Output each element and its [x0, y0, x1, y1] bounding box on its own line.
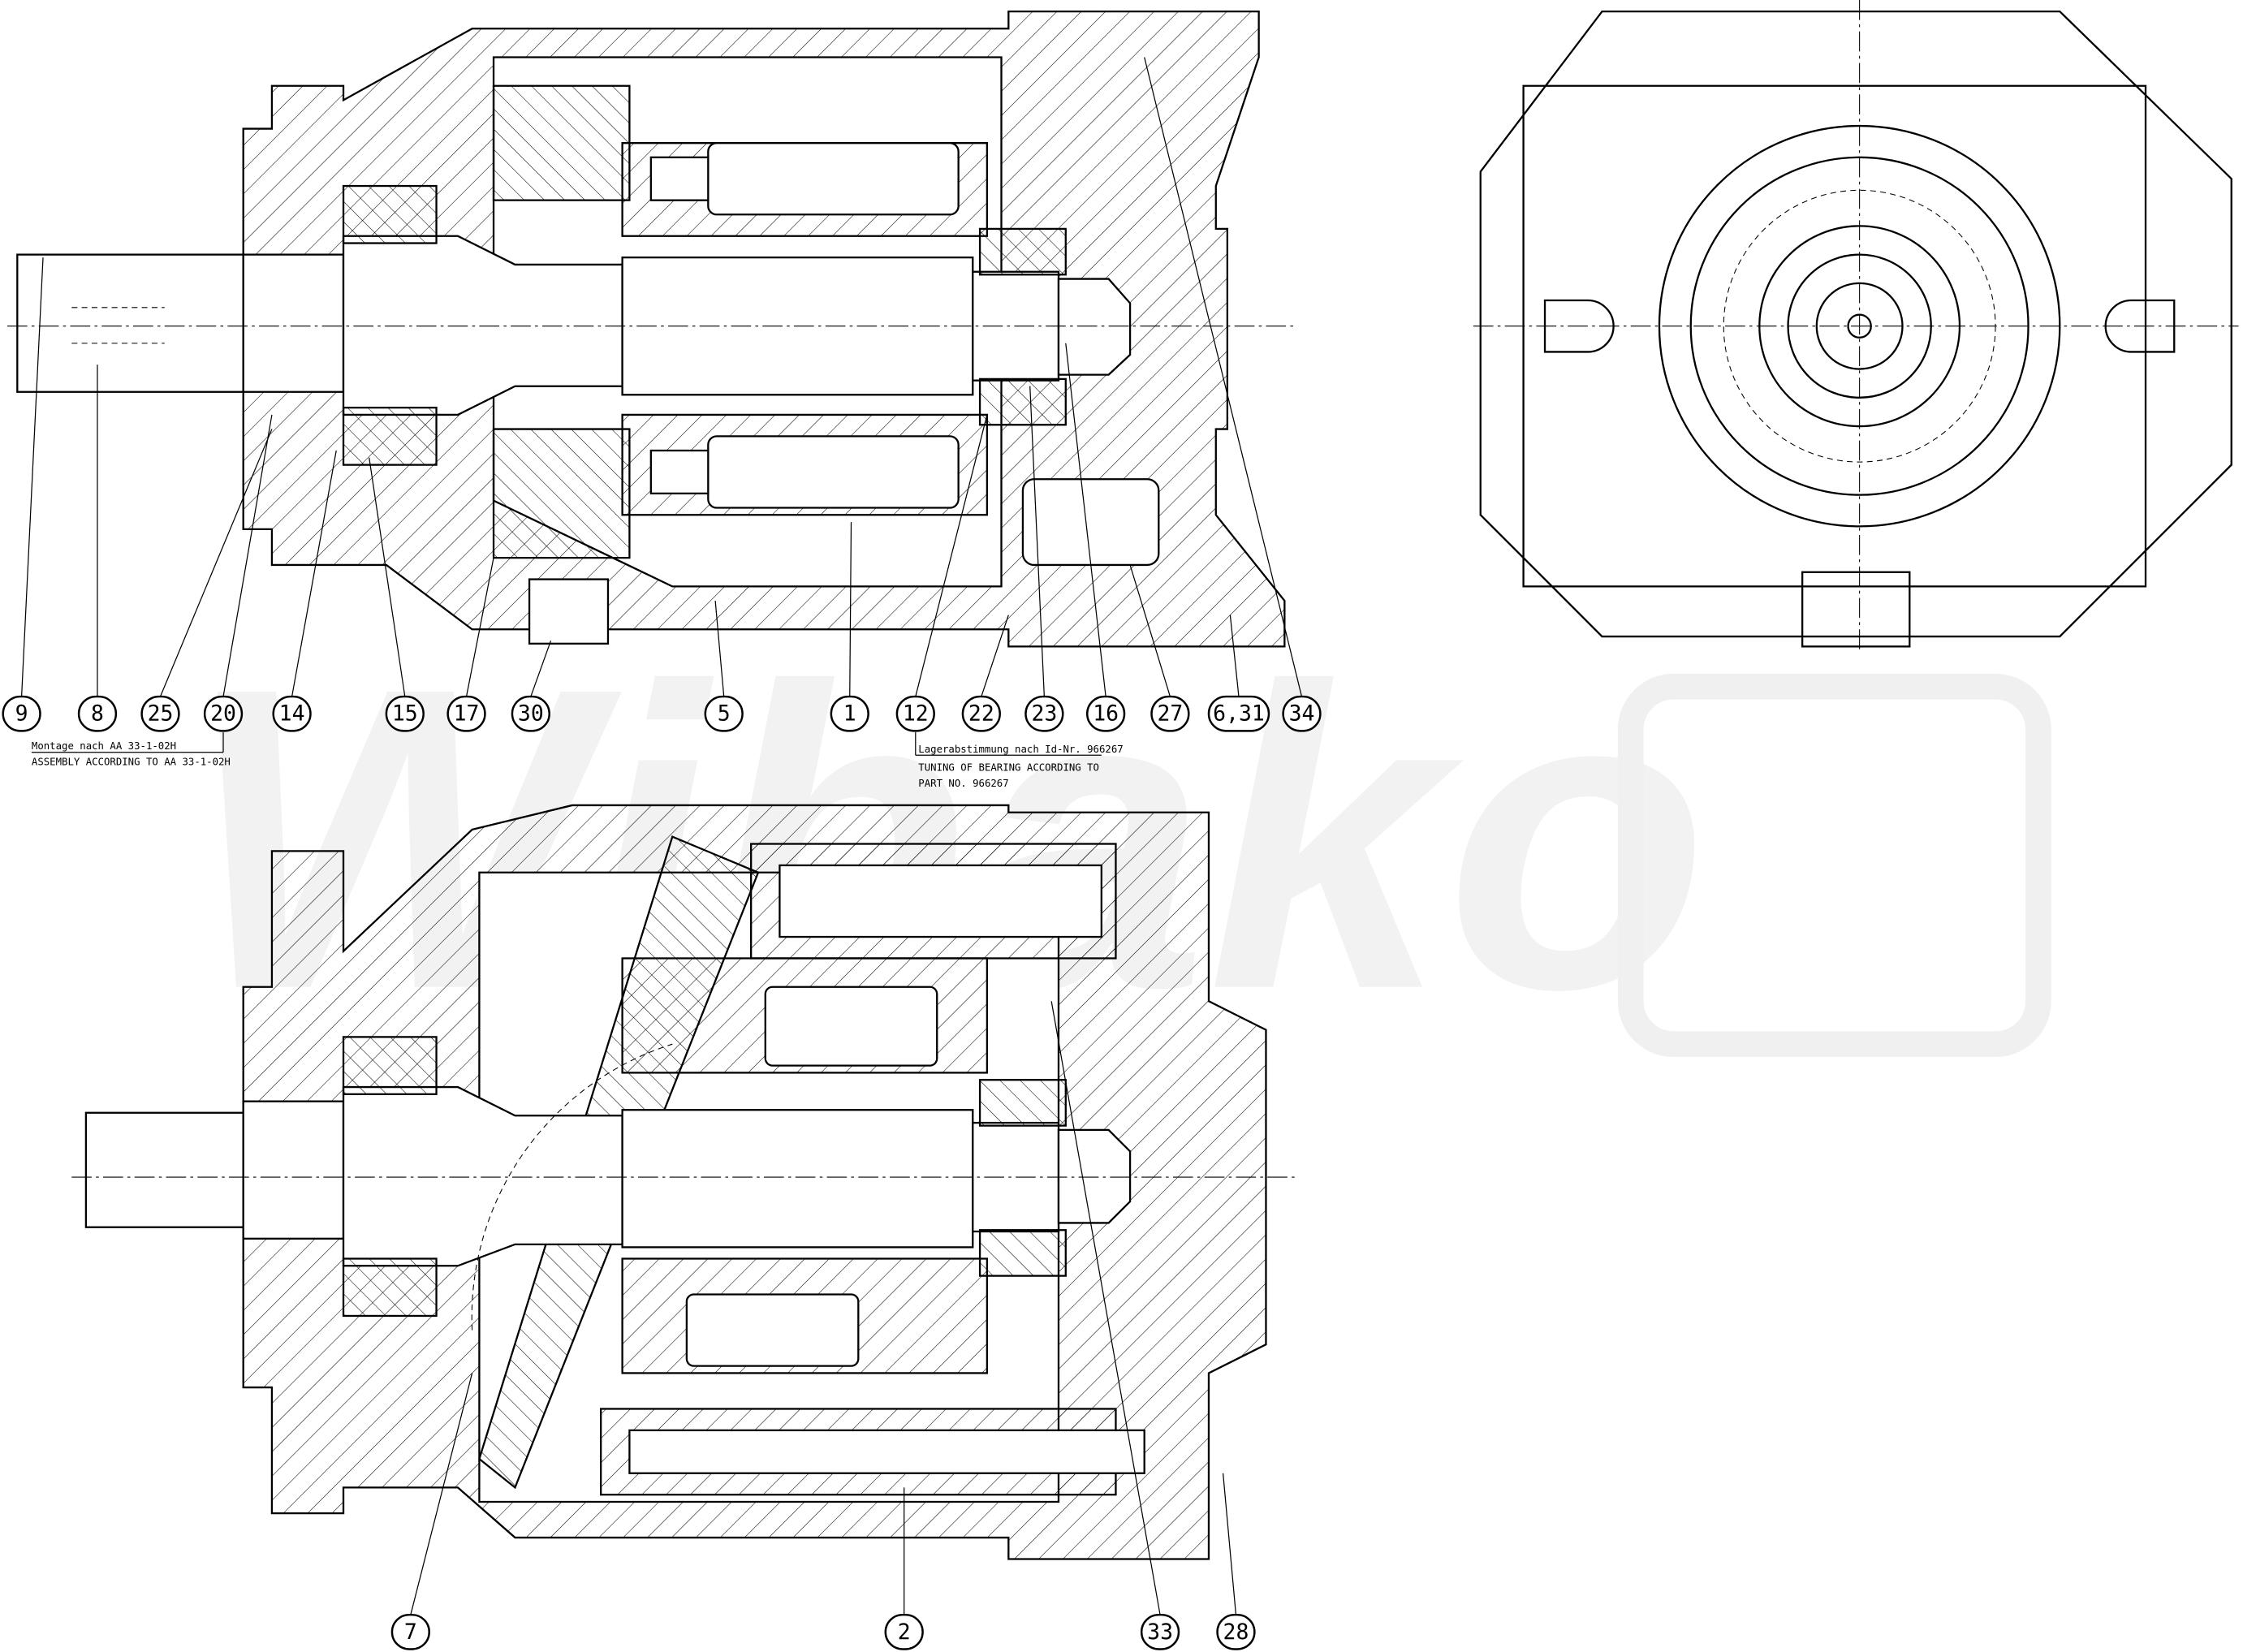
leader-line	[20, 257, 44, 697]
leader-line	[1144, 57, 1303, 697]
leader-line	[1050, 1001, 1161, 1615]
bottom-section-view	[71, 804, 1295, 1560]
balloon-label: 28	[1223, 1620, 1249, 1645]
balloon-12: 12	[895, 414, 988, 732]
balloon-label: 6,31	[1213, 701, 1265, 727]
balloon-circle	[511, 695, 550, 732]
balloon-label: 8	[91, 701, 104, 727]
balloon-5: 5	[704, 600, 744, 732]
balloon-circle	[2, 695, 41, 732]
balloon-16: 16	[1065, 343, 1126, 732]
assembly-note-de: Montage nach AA 33-1-02H	[32, 740, 176, 752]
balloon-34: 34	[1144, 57, 1322, 732]
balloon-circle	[1282, 695, 1322, 732]
balloon-label: 30	[518, 701, 544, 727]
balloon-label: 22	[968, 701, 994, 727]
balloon-20: 20	[203, 414, 273, 732]
balloon-label: 16	[1093, 701, 1119, 727]
balloon-label: 7	[404, 1620, 417, 1645]
balloon-6-31: 6,31	[1207, 615, 1270, 732]
balloon-22: 22	[961, 615, 1009, 732]
balloon-label: 23	[1031, 701, 1057, 727]
balloon-circle	[272, 695, 312, 732]
balloon-circle	[77, 695, 118, 732]
leader-line	[915, 414, 988, 697]
balloon-circle	[1140, 1613, 1180, 1650]
leader-line	[1229, 615, 1240, 697]
leader-line	[291, 450, 337, 697]
balloon-label: 2	[898, 1620, 911, 1645]
balloon-circle	[884, 1613, 924, 1650]
bearing-note: Lagerabstimmung nach Id-Nr. 966267 TUNIN…	[915, 732, 1124, 789]
leader-line	[1222, 1473, 1237, 1615]
balloon-label: 20	[210, 701, 236, 727]
balloon-label: 17	[454, 701, 480, 727]
balloon-8: 8	[77, 364, 118, 732]
leader-line	[1129, 564, 1171, 697]
balloon-label: 5	[718, 701, 731, 727]
balloon-circle	[1216, 1613, 1256, 1650]
leader-line	[1029, 386, 1045, 697]
balloon-23: 23	[1024, 386, 1064, 732]
balloon-7: 7	[390, 1373, 473, 1650]
balloon-label: 15	[392, 701, 418, 727]
balloon-circle	[385, 695, 425, 732]
balloon-circle	[203, 695, 244, 732]
leader-line	[714, 600, 725, 697]
balloon-circle	[704, 695, 744, 732]
balloon-circle	[1150, 695, 1190, 732]
balloon-label: 1	[843, 701, 856, 727]
leader-line	[410, 1373, 473, 1615]
balloon-circle	[895, 695, 935, 732]
bearing-note-en-2: PART NO. 966267	[918, 778, 1008, 789]
balloon-circle	[961, 695, 1001, 732]
balloon-25: 25	[140, 429, 273, 732]
leader-line	[1065, 343, 1106, 697]
part-balloons: 9 8 25 20 14 15 17 30 5 1 12 22 23 16 27 6,31 34 7 2 33 28	[2, 57, 1322, 1650]
balloon-33: 33	[1050, 1001, 1180, 1650]
balloon-label: 25	[148, 701, 174, 727]
leader-line	[465, 558, 494, 697]
assembly-note: Montage nach AA 33-1-02H ASSEMBLY ACCORD…	[32, 732, 231, 768]
leader-line	[849, 522, 852, 697]
bearing-note-en-1: TUNING OF BEARING ACCORDING TO	[918, 762, 1099, 774]
leader-line	[981, 615, 1009, 697]
balloon-1: 1	[830, 522, 869, 732]
leader-line	[222, 414, 273, 697]
balloon-15: 15	[369, 457, 425, 732]
assembly-note-en: ASSEMBLY ACCORDING TO AA 33-1-02H	[32, 757, 231, 768]
top-section-view	[6, 10, 1295, 648]
balloon-label: 9	[15, 701, 28, 727]
balloon-label: 12	[903, 701, 929, 727]
balloon-label: 27	[1158, 701, 1184, 727]
balloon-circle	[140, 695, 180, 732]
balloon-circle	[1085, 695, 1126, 732]
balloon-circle	[1024, 695, 1064, 732]
bearing-note-de: Lagerabstimmung nach Id-Nr. 966267	[918, 744, 1123, 755]
leader-line	[369, 457, 406, 697]
leader-line	[530, 641, 552, 697]
balloon-30: 30	[511, 641, 552, 732]
balloon-circle	[1207, 695, 1270, 732]
balloon-label: 14	[279, 701, 305, 727]
balloon-label: 34	[1289, 701, 1315, 727]
leader-line	[159, 429, 273, 697]
balloon-circle	[446, 695, 486, 732]
end-view	[1473, 0, 2239, 651]
balloon-2: 2	[884, 1487, 924, 1650]
balloon-14: 14	[272, 450, 337, 732]
balloon-9: 9	[2, 257, 44, 732]
balloon-27: 27	[1129, 564, 1190, 732]
balloon-label: 33	[1147, 1620, 1173, 1645]
balloon-28: 28	[1216, 1473, 1256, 1650]
balloon-circle	[830, 695, 869, 732]
balloon-17: 17	[446, 558, 494, 732]
balloon-circle	[390, 1613, 430, 1650]
